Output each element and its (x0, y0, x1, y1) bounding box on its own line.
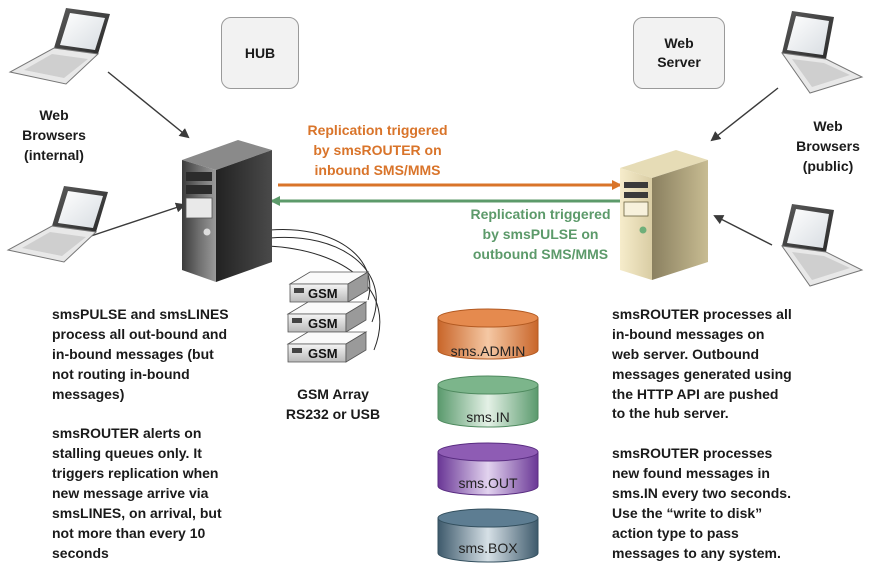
hub-notes-para2: smsROUTER alerts on stalling queues only… (52, 424, 272, 563)
database-sms-box: sms.BOX (437, 508, 539, 563)
gsm-label: GSM (308, 286, 338, 301)
web-server-box: Web Server (633, 17, 725, 89)
note-line: in-bound messages (but (52, 345, 214, 362)
hub-notes-para1: smsPULSE and smsLINES process all out-bo… (52, 305, 272, 404)
note-line: triggers replication when (52, 465, 219, 482)
browser-connectors (87, 71, 779, 246)
browsers-internal-line2: Browsers (22, 126, 86, 143)
note-line: smsROUTER alerts on (52, 425, 202, 442)
hub-label: HUB (244, 44, 276, 61)
note-line: messages generated using (612, 365, 792, 382)
web-server-label-line2: Server (657, 54, 701, 70)
laptop-icon (8, 8, 110, 85)
note-line: smsPULSE and smsLINES (52, 306, 229, 322)
replication-inbound-line3: inbound SMS/MMS (314, 161, 441, 178)
note-line: stalling queues only. It (52, 445, 202, 462)
gsm-array-line1: GSM Array (297, 386, 369, 402)
gsm-array-label: GSM Array RS232 or USB (268, 385, 398, 425)
replication-outbound-label: Replication triggered by smsPULSE on out… (448, 205, 633, 265)
note-line: the HTTP API are pushed (612, 385, 779, 402)
note-line: web server. Outbound (612, 345, 760, 362)
database-label: sms.ADMIN (451, 343, 526, 359)
web-server-icon (620, 150, 708, 280)
note-line: smsLINES, on arrival, but (52, 504, 222, 521)
server-notes-para2: smsROUTER processes new found messages i… (612, 444, 844, 563)
note-line: seconds (52, 544, 109, 561)
gsm-modem-icon: GSM (286, 301, 368, 333)
note-line: new message arrive via (52, 485, 209, 501)
laptop-icon (6, 186, 108, 263)
replication-inbound-label: Replication triggered by smsROUTER on in… (285, 121, 470, 181)
gsm-modem-icon: GSM (288, 271, 370, 303)
server-notes-para1: smsROUTER processes all in-bound message… (612, 305, 844, 424)
note-line: action type to pass (612, 524, 739, 541)
browsers-public-line2: Browsers (796, 137, 860, 154)
replication-inbound-line1: Replication triggered (307, 122, 448, 138)
gsm-label: GSM (308, 346, 338, 361)
note-line: smsROUTER processes (612, 445, 773, 462)
replication-outbound-line3: outbound SMS/MMS (472, 245, 609, 262)
replication-inbound-line2: by smsROUTER on (313, 141, 442, 158)
note-line: process all out-bound and (52, 325, 228, 342)
hub-server-icon (182, 140, 272, 282)
note-line: messages to any system. (612, 544, 781, 561)
hub-box: HUB (221, 17, 299, 89)
database-sms-out: sms.OUT (437, 442, 539, 496)
database-label: sms.IN (466, 409, 510, 425)
laptop-icon (780, 204, 864, 287)
gsm-modem-icon: GSM (286, 331, 368, 363)
database-sms-admin: sms.ADMIN (437, 308, 539, 360)
replication-outbound-line2: by smsPULSE on (482, 225, 599, 242)
note-line: smsROUTER processes all (612, 306, 792, 322)
server-notes: smsROUTER processes all in-bound message… (612, 305, 844, 564)
note-line: Use the “write to disk” (612, 504, 763, 521)
browsers-public-line1: Web (813, 118, 843, 134)
note-line: not routing in-bound (52, 365, 190, 382)
note-line: not more than every 10 (52, 524, 206, 541)
gsm-array-line2: RS232 or USB (285, 405, 381, 422)
laptop-icon (780, 11, 864, 94)
note-line: in-bound messages on (612, 325, 765, 342)
hub-notes: smsPULSE and smsLINES process all out-bo… (52, 305, 272, 564)
database-sms-in: sms.IN (437, 375, 539, 428)
replication-outbound-line1: Replication triggered (470, 206, 611, 222)
database-label: sms.OUT (458, 475, 518, 491)
note-line: to the hub server. (612, 405, 729, 422)
web-server-label-line1: Web (664, 35, 694, 52)
note-line: messages) (52, 385, 125, 402)
note-line: sms.IN every two seconds. (612, 485, 791, 501)
browsers-internal-label: Web Browsers (internal) (4, 106, 104, 166)
note-line: new found messages in (612, 465, 770, 482)
browsers-internal-line3: (internal) (24, 146, 84, 163)
browsers-public-line3: (public) (802, 157, 854, 174)
gsm-label: GSM (308, 316, 338, 331)
browsers-public-label: Web Browsers (public) (778, 117, 878, 177)
database-label: sms.BOX (458, 540, 518, 556)
browsers-internal-line1: Web (39, 107, 69, 123)
